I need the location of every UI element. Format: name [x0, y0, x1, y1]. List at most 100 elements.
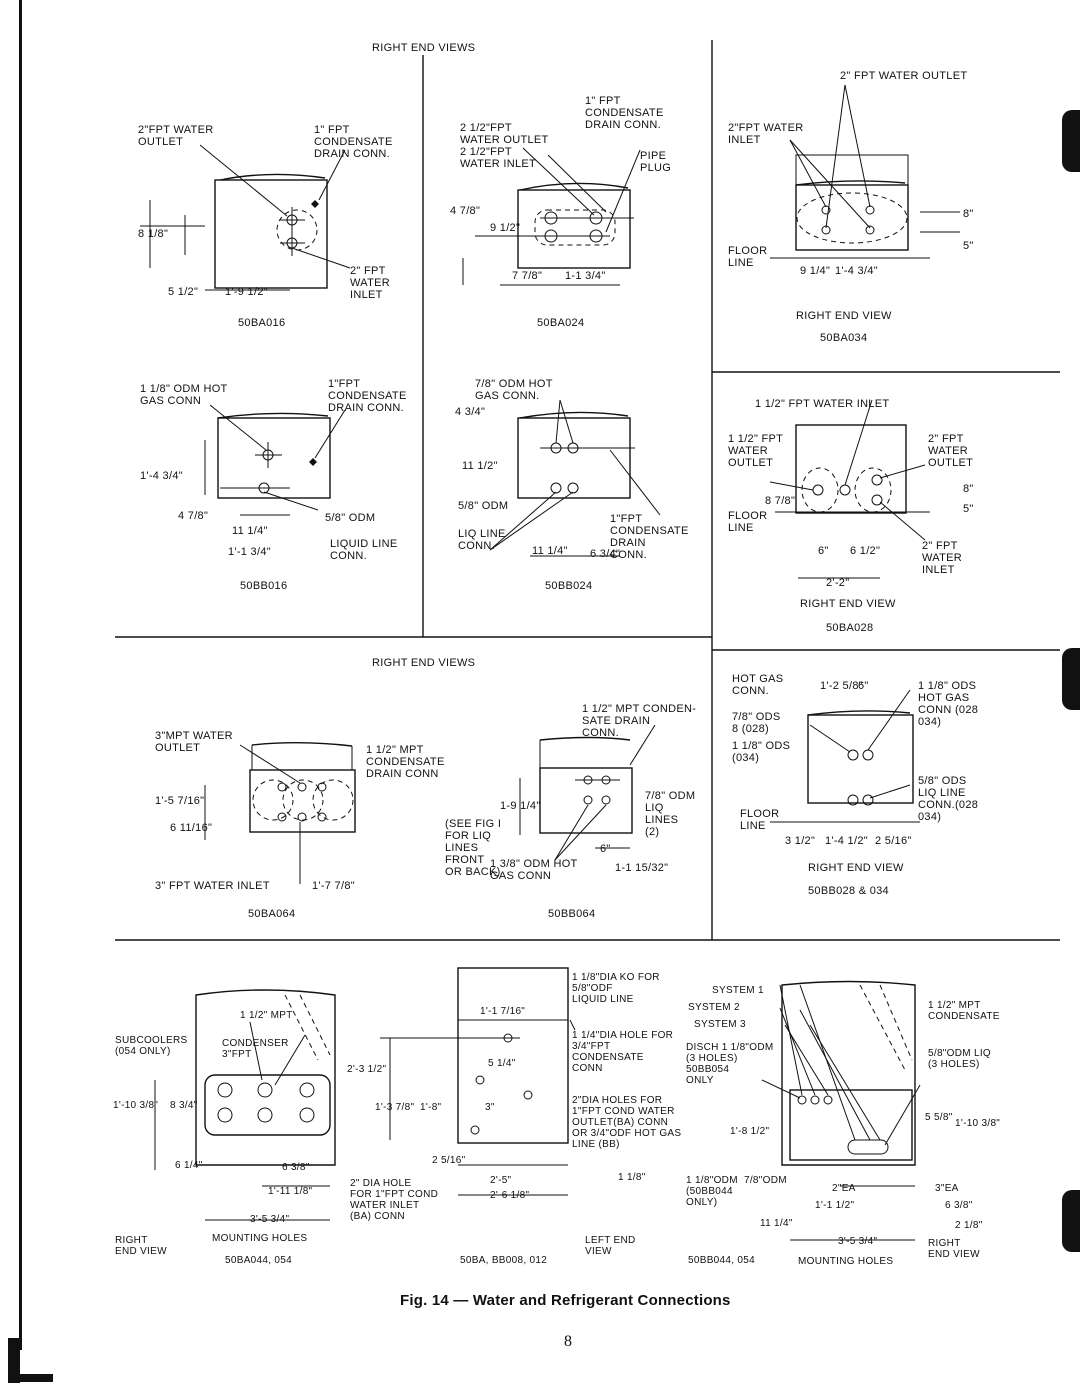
bb024-dim-11-1-4: 11 1/4"	[532, 545, 568, 557]
ba008-dim-1-1-7-16: 1'-1 7/16"	[480, 1006, 526, 1017]
ba034-dim-5: 5"	[963, 240, 974, 252]
bb044-label-odm-liq: 5/8"ODM LIQ (3 HOLES)	[928, 1048, 991, 1070]
bb044-dim-3-ea: 3"EA	[935, 1183, 959, 1194]
ba016-dim-5-1-2: 5 1/2"	[168, 286, 199, 298]
ba024-label-pipe-plug: PIPE PLUG	[640, 150, 672, 174]
bb064-dim-1-9-1-4: 1-9 1/4"	[500, 800, 541, 812]
ba034-model: 50BA034	[820, 332, 868, 344]
ba028-dim-2-2: 2'-2"	[826, 577, 850, 589]
bb016-label-hot-gas: 1 1/8" ODM HOT GAS CONN	[140, 383, 228, 407]
ba016-label-condensate-drain: 1" FPT CONDENSATE DRAIN CONN.	[314, 124, 393, 160]
ba008-dim-1-8: 1'-8"	[420, 1102, 442, 1113]
unit-50bb028-034-drawing	[770, 689, 920, 823]
ba008-model: 50BA, BB008, 012	[460, 1255, 548, 1266]
bb024-label-hot-gas: 7/8" ODM HOT GAS CONN.	[475, 378, 553, 402]
ba008-dim-2-5: 2'-5"	[490, 1175, 512, 1186]
bb064-label-hot-gas: 1 3/8" ODM HOT GAS CONN	[490, 858, 578, 882]
bb024-dim-11-1-2: 11 1/2"	[462, 460, 498, 472]
unit-50ba028-drawing	[769, 399, 930, 579]
unit-50bb064-drawing	[519, 724, 656, 861]
bb064-model: 50BB064	[548, 908, 596, 920]
bb044-label-disch: DISCH 1 1/8"ODM (3 HOLES) 50BB054 ONLY	[686, 1042, 774, 1086]
ba064-dim-6-11-16: 6 11/16"	[170, 822, 213, 834]
bb044-model: 50BB044, 054	[688, 1255, 755, 1266]
ba008-dim-3: 3"	[485, 1102, 495, 1113]
ba044-dim-6-1-4: 6 1/4"	[175, 1160, 203, 1171]
unit-50ba-bb008-012-drawing	[380, 967, 576, 1196]
ba024-label-water-conn: 2 1/2"FPT WATER OUTLET 2 1/2"FPT WATER I…	[460, 122, 549, 170]
ba064-dim-1-7-7-8: 1'-7 7/8"	[312, 880, 355, 892]
ba044-dim-3-5-3-4: 3'-5 3/4"	[250, 1214, 290, 1225]
left-edge-rule	[19, 0, 22, 1350]
ba028-label-water-inlet: 1 1/2" FPT WATER INLET	[755, 398, 890, 410]
ba008-label-outlet-holes: 2"DIA HOLES FOR 1"FPT COND WATER OUTLET(…	[572, 1095, 682, 1150]
ba034-label-water-inlet: 2"FPT WATER INLET	[728, 122, 804, 146]
unit-50bb024-drawing	[489, 399, 661, 557]
ba028-dim-6-1-2: 6 1/2"	[850, 545, 881, 557]
binding-tab-1	[1062, 110, 1080, 172]
ba024-label-condensate-drain: 1" FPT CONDENSATE DRAIN CONN.	[585, 95, 664, 131]
bb024-label-liq-line: LIQ LINE CONN.	[458, 528, 506, 552]
bb044-label-system-1: SYSTEM 1	[712, 985, 764, 996]
section-header-middle: RIGHT END VIEWS	[372, 657, 476, 669]
bb028-view: RIGHT END VIEW	[808, 862, 904, 874]
ba008-label-ko: 1 1/8"DIA KO FOR 5/8"ODF LIQUID LINE	[572, 972, 660, 1005]
unit-50bb044-054-drawing	[761, 980, 921, 1241]
ba028-label-water-outlet-right: 2" FPT WATER OUTLET	[928, 433, 974, 469]
bb028-dim-6: 6"	[858, 680, 869, 692]
bb016-label-liquid-line: LIQUID LINE CONN.	[330, 538, 398, 562]
ba024-dim-1-1-3-4: 1-1 3/4"	[565, 270, 606, 282]
ba016-dim-8-1-8: 8 1/8"	[138, 228, 169, 240]
ba044-dim-6-3-8: 6 3/8"	[282, 1162, 310, 1173]
ba016-model: 50BA016	[238, 317, 286, 329]
ba016-label-water-outlet: 2"FPT WATER OUTLET	[138, 124, 214, 148]
bb044-label-odm-044: 1 1/8"ODM 7/8"ODM (50BB044 ONLY)	[686, 1175, 787, 1208]
ba064-label-water-outlet: 3"MPT WATER OUTLET	[155, 730, 233, 754]
unit-50ba024-drawing	[462, 147, 641, 286]
bb044-dim-1-8-1-2: 1'-8 1/2"	[730, 1126, 770, 1137]
ba008-label-inlet-hole: 2" DIA HOLE FOR 1"FPT COND WATER INLET (…	[350, 1178, 439, 1222]
ba024-dim-7-7-8: 7 7/8"	[512, 270, 543, 282]
ba028-dim-5: 5"	[963, 503, 974, 515]
bb044-view: RIGHT END VIEW	[928, 1238, 980, 1260]
ba044-dim-1-10-3-8: 1'-10 3/8"	[113, 1100, 159, 1111]
bb028-model: 50BB028 & 034	[808, 885, 889, 897]
page-number: 8	[564, 1333, 573, 1350]
bb028-label-ods-028: 7/8" ODS 8 (028)	[732, 711, 781, 735]
bb064-label-condensate-drain: 1 1/2" MPT CONDEN- SATE DRAIN CONN.	[582, 703, 697, 739]
ba064-dim-1-5-7-16: 1'-5 7/16"	[155, 795, 205, 807]
bb016-dim-1-1-3-4: 1'-1 3/4"	[228, 546, 271, 558]
bb028-label-floor-line: FLOOR LINE	[740, 808, 780, 832]
bb044-label-mounting-holes: MOUNTING HOLES	[798, 1256, 894, 1267]
bb028-label-hot-gas: HOT GAS CONN.	[732, 673, 784, 697]
bb024-dim-4-3-4: 4 3/4"	[455, 406, 486, 418]
ba016-label-water-inlet: 2" FPT WATER INLET	[350, 265, 390, 301]
bb024-label-condensate-drain: 1"FPT CONDENSATE DRAIN CONN.	[610, 513, 689, 561]
ba044-label-condenser: CONDENSER 3"FPT	[222, 1038, 289, 1060]
unit-50bb016-drawing	[204, 404, 346, 516]
ba016-dim-1-9-1-2: 1'-9 1/2"	[225, 286, 268, 298]
bb064-label-liq-lines: 7/8" ODM LIQ LINES (2)	[645, 790, 696, 838]
unit-50ba044-054-drawing	[154, 989, 336, 1221]
ba008-dim-2-3-1-2: 2'-3 1/2"	[347, 1064, 387, 1075]
bb044-label-condensate: 1 1/2" MPT CONDENSATE	[928, 1000, 1000, 1022]
bb044-label-system-2: SYSTEM 2	[688, 1002, 740, 1013]
ba028-view: RIGHT END VIEW	[800, 598, 896, 610]
bb024-label-odm: 5/8" ODM	[458, 500, 509, 512]
ba044-dim-1-11-1-8: 1'-11 1/8"	[268, 1186, 313, 1197]
ba034-dim-9-1-4: 9 1/4"	[800, 265, 831, 277]
bb016-dim-11-1-4: 11 1/4"	[232, 525, 268, 537]
bb044-dim-1-10-3-8: 1'-10 3/8"	[955, 1118, 1001, 1129]
ba008-dim-2-6-1-8: 2'-6 1/8"	[490, 1190, 530, 1201]
ba028-model: 50BA028	[826, 622, 874, 634]
ba064-model: 50BA064	[248, 908, 296, 920]
bb028-dim-2-5-16: 2 5/16"	[875, 835, 912, 847]
ba034-label-floor-line: FLOOR LINE	[728, 245, 768, 269]
bb016-label-odm: 5/8" ODM	[325, 512, 376, 524]
ba028-label-water-inlet-2: 2" FPT WATER INLET	[922, 540, 962, 576]
ba008-dim-1-1-8: 1 1/8"	[618, 1172, 646, 1183]
bb044-dim-2-1-8: 2 1/8"	[955, 1220, 983, 1231]
bottom-left-corner-mark	[8, 1338, 20, 1383]
bottom-left-corner-mark-base	[8, 1374, 53, 1382]
